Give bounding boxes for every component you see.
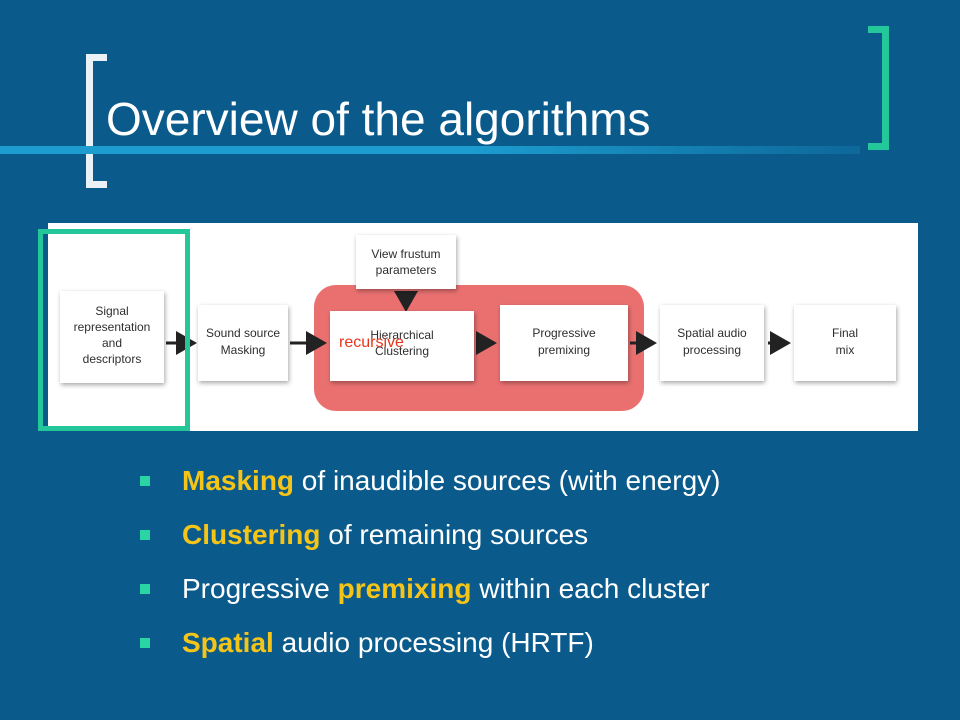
bullet-highlight: Spatial: [182, 627, 274, 658]
bullet-highlight: Masking: [182, 465, 295, 496]
bullet-text-post: audio processing (HRTF): [273, 627, 594, 658]
right-bracket: [868, 26, 889, 150]
bullet-text-post: of remaining sources: [320, 519, 589, 550]
slide-title: Overview of the algorithms: [106, 93, 651, 145]
bullet-text-post: of inaudible sources (with energy): [294, 465, 721, 496]
bullet-highlight: premixing: [337, 573, 472, 604]
signal-node-highlight-frame: [38, 229, 190, 431]
bullet-premixing: Progressive premixing within each cluste…: [132, 569, 720, 623]
bullet-list: Masking of inaudible sources (with energ…: [132, 461, 720, 677]
bullet-spatial: Spatial audio processing (HRTF): [132, 623, 720, 677]
bullet-clustering: Clustering of remaining sources: [132, 515, 720, 569]
bullet-highlight: Clustering: [182, 519, 321, 550]
bullet-square-icon: [140, 638, 150, 648]
bullet-square-icon: [140, 476, 150, 486]
bullet-square-icon: [140, 584, 150, 594]
title-rule: [0, 146, 860, 154]
bullet-text-pre: Progressive: [182, 573, 338, 604]
bullet-text-post: within each cluster: [471, 573, 710, 604]
bullet-masking: Masking of inaudible sources (with energ…: [132, 461, 720, 515]
bullet-square-icon: [140, 530, 150, 540]
recursive-label: recursive: [339, 334, 404, 351]
left-bracket: [86, 54, 107, 188]
